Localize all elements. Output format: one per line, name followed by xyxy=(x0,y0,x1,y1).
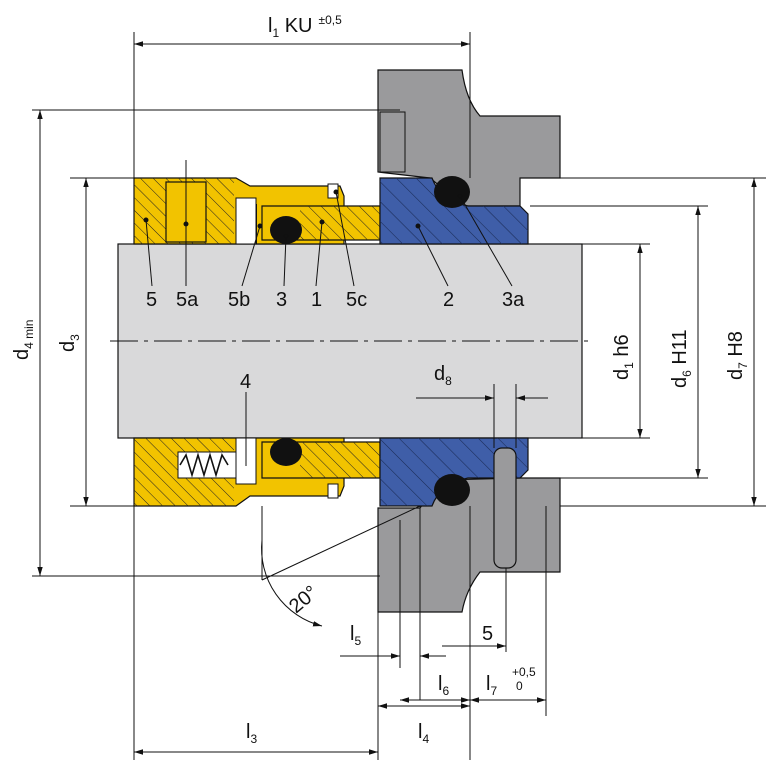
label-d6-h11: d6 H11 xyxy=(669,329,694,388)
label-part-5a: 5a xyxy=(176,289,199,311)
oring-3-bottom xyxy=(270,438,302,466)
label-d8: d8 xyxy=(434,363,452,388)
housing-top-face xyxy=(379,111,406,173)
rotating-unit-top xyxy=(133,177,381,245)
label-l7: l7 xyxy=(486,673,497,698)
spring-4 xyxy=(179,452,229,478)
label-l4: l4 xyxy=(418,721,429,746)
label-l6: l6 xyxy=(438,673,449,698)
label-part-5c: 5c xyxy=(346,289,367,311)
rotating-unit-bottom xyxy=(133,437,381,507)
label-part-4: 4 xyxy=(240,371,251,393)
part-leaders xyxy=(143,160,513,466)
part-5c-pin-bottom xyxy=(327,483,339,499)
seat-bottom-hatch xyxy=(380,438,528,506)
oring-3a-bottom xyxy=(434,474,470,506)
spring-pocket-top xyxy=(235,197,257,245)
label-part-1: 1 xyxy=(311,289,322,311)
label-part-5: 5 xyxy=(146,289,157,311)
label-d1-h6: d1 h6 xyxy=(611,334,636,380)
anti-rotation-pin xyxy=(493,447,517,569)
oring-3a-top xyxy=(434,176,470,208)
part-1-hatch-bottom xyxy=(300,442,380,478)
label-l5: l5 xyxy=(350,623,361,648)
label-d4-min: d4 min xyxy=(11,320,36,360)
label-part-3: 3 xyxy=(276,289,287,311)
label-part-3a: 3a xyxy=(502,289,525,311)
oring-3-top xyxy=(270,216,302,244)
label-d3: d3 xyxy=(57,334,82,352)
label-l1-ku: l1 KU±0,5 xyxy=(268,13,342,40)
label-l7-tol-lower: 0 xyxy=(516,679,523,693)
dimension-lines xyxy=(32,32,766,760)
label-d7-h8: d7 H8 xyxy=(725,331,750,380)
label-l3: l3 xyxy=(246,721,257,746)
label-part-2: 2 xyxy=(443,289,454,311)
label-l7-tol-upper: +0,5 xyxy=(512,665,536,679)
label-five: 5 xyxy=(482,623,493,645)
label-part-5b: 5b xyxy=(228,289,250,311)
label-angle-20: 20° xyxy=(285,582,322,618)
